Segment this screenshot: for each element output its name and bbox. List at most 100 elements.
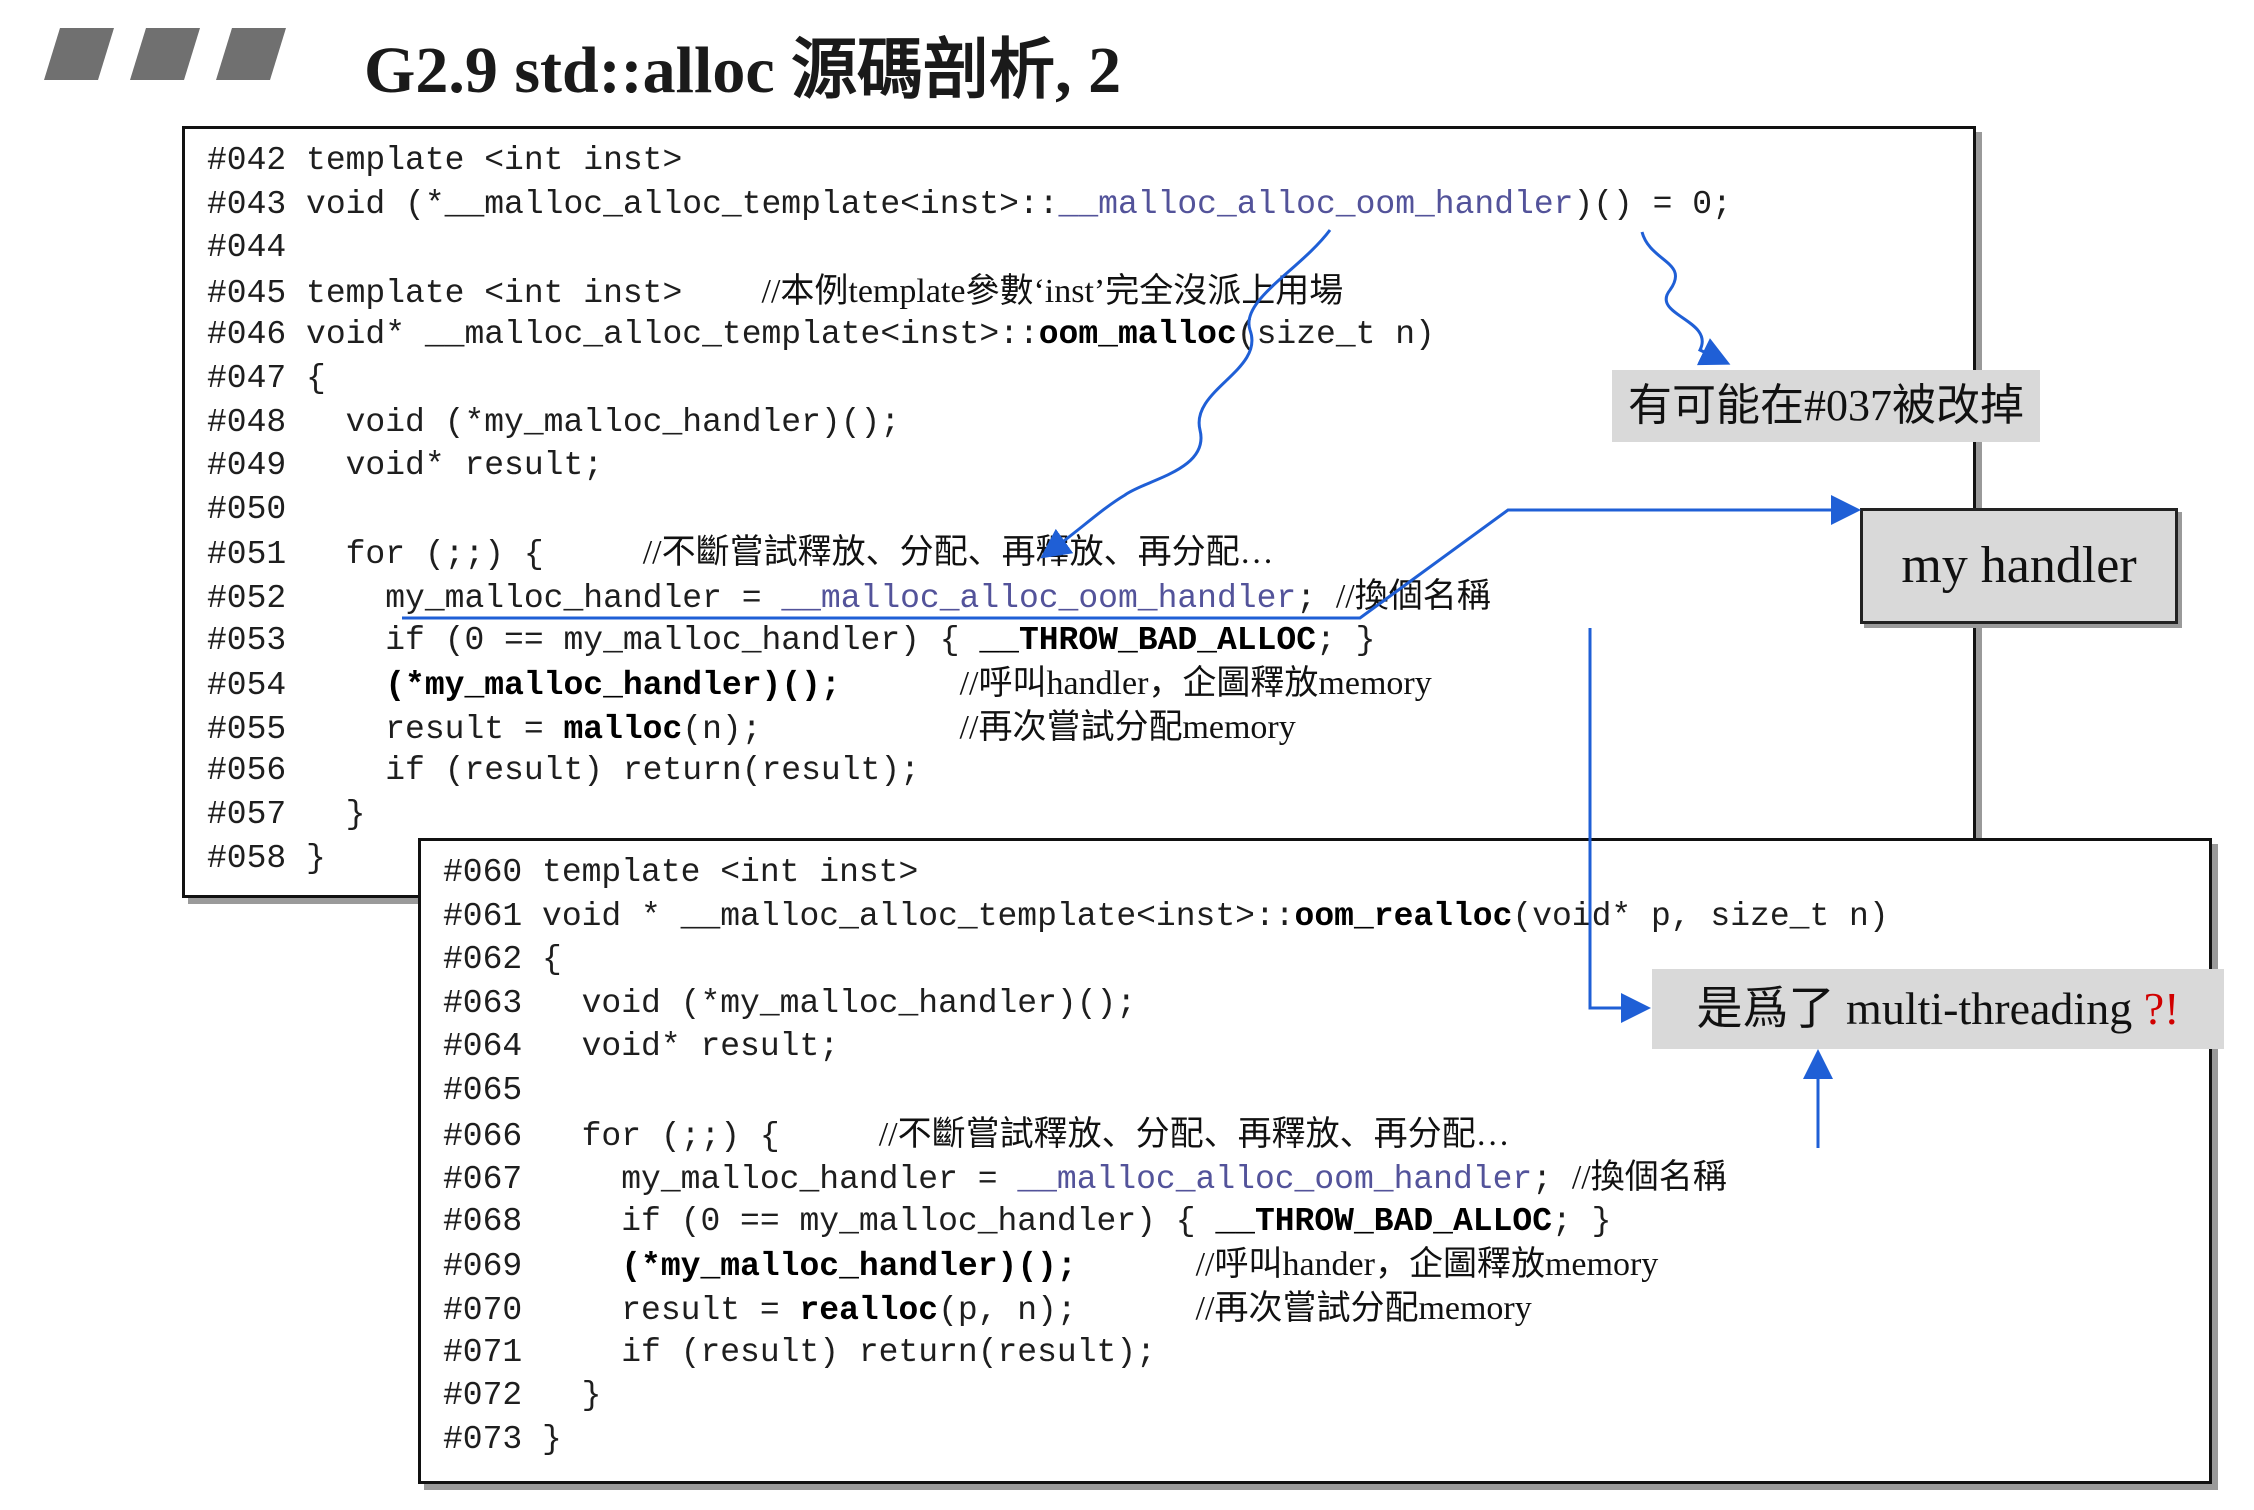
code-line: #057 }: [207, 793, 1732, 837]
code-line: #053 if (0 == my_malloc_handler) { __THR…: [207, 619, 1732, 663]
code-line: #062 {: [443, 938, 1889, 982]
code-token: for (;;) {: [522, 1117, 879, 1155]
code-line: #058 }: [207, 837, 1732, 881]
code-token: void* result;: [522, 1028, 840, 1066]
code-token: result =: [522, 1291, 800, 1329]
line-number: #073: [443, 1420, 523, 1458]
code-token: ;: [1532, 1161, 1572, 1199]
code-token: ; }: [1552, 1202, 1612, 1240]
code-token: malloc: [563, 710, 683, 748]
code-line: #065: [443, 1069, 1889, 1113]
code-token: __THROW_BAD_ALLOC: [979, 621, 1316, 659]
code-line: #050: [207, 488, 1732, 532]
code-line: #045 template <int inst> //本例template參數‘…: [207, 270, 1732, 314]
code-line: #042 template <int inst>: [207, 139, 1732, 183]
line-number: #044: [207, 229, 287, 267]
code-token: {: [286, 359, 326, 397]
code-line: #071 if (result) return(result);: [443, 1331, 1889, 1375]
line-number: #068: [443, 1202, 523, 1240]
line-number: #072: [443, 1377, 523, 1415]
code-token: oom_realloc: [1294, 897, 1513, 935]
code-token: __malloc_alloc_oom_handler: [1017, 1161, 1533, 1199]
callout-my-handler: my handler: [1860, 508, 2178, 624]
code-token: )() = 0;: [1573, 185, 1732, 223]
code-block-oom-malloc: #042 template <int inst>#043 void (*__ma…: [182, 126, 1976, 898]
code-token: ; }: [1316, 621, 1376, 659]
code-comment: //不斷嘗試釋放、分配、再釋放、再分配…: [642, 534, 1274, 572]
code-token: __THROW_BAD_ALLOC: [1215, 1202, 1552, 1240]
code-token: (*my_malloc_handler)();: [385, 667, 841, 705]
line-number: #047: [207, 359, 287, 397]
code-token: my_malloc_handler =: [286, 579, 782, 617]
title-decoration-bars: [44, 28, 286, 80]
code-line: #067 my_malloc_handler = __malloc_alloc_…: [443, 1156, 1889, 1200]
code-token: void (*__malloc_alloc_template<inst>::: [286, 185, 1059, 223]
code-token: {: [522, 941, 562, 979]
line-number: #065: [443, 1071, 523, 1109]
line-number: #055: [207, 710, 287, 748]
code-comment: //再次嘗試分配memory: [1195, 1289, 1532, 1327]
code-token: __malloc_alloc_oom_handler: [1058, 185, 1574, 223]
code-line: #044: [207, 226, 1732, 270]
code-token: [1077, 1248, 1196, 1285]
line-number: #057: [207, 795, 287, 833]
line-number: #045: [207, 274, 287, 312]
code-token: }: [286, 795, 366, 833]
line-number: #062: [443, 941, 523, 979]
code-comment: //不斷嘗試釋放、分配、再釋放、再分配…: [878, 1115, 1510, 1153]
line-number: #060: [443, 854, 523, 891]
code-token: (p, n);: [938, 1291, 1196, 1329]
line-number: #054: [207, 667, 287, 705]
line-number: #042: [207, 142, 287, 179]
code-line: #060 template <int inst>: [443, 851, 1889, 895]
line-number: #053: [207, 621, 287, 659]
callout-question-mark: ?!: [2143, 983, 2180, 1034]
code-token: result =: [286, 710, 564, 748]
line-number: #069: [443, 1248, 523, 1286]
line-number: #049: [207, 447, 287, 485]
code-token: (n);: [682, 710, 960, 748]
code-token: realloc: [799, 1291, 939, 1329]
code-line: #072 }: [443, 1374, 1889, 1418]
line-number: #058: [207, 839, 287, 877]
code-line: #051 for (;;) { //不斷嘗試釋放、分配、再釋放、再分配…: [207, 531, 1732, 575]
line-number: #048: [207, 403, 287, 441]
code-token: template <int inst>: [522, 854, 919, 891]
code-token: }: [522, 1377, 602, 1415]
code-token: if (0 == my_malloc_handler) {: [522, 1202, 1216, 1240]
line-number: #043: [207, 185, 287, 223]
code-line: #066 for (;;) { //不斷嘗試釋放、分配、再釋放、再分配…: [443, 1113, 1889, 1157]
code-token: template <int inst>: [286, 274, 762, 312]
code-comment: //呼叫hander，企圖釋放memory: [1195, 1246, 1659, 1284]
code-token: }: [522, 1420, 562, 1458]
line-number: #064: [443, 1028, 523, 1066]
code-lines: #042 template <int inst>#043 void (*__ma…: [207, 139, 1732, 880]
line-number: #066: [443, 1117, 523, 1155]
code-token: void (*my_malloc_handler)();: [522, 984, 1137, 1022]
page-title: G2.9 std::alloc 源碼剖析, 2: [364, 34, 1122, 107]
code-line: #069 (*my_malloc_handler)(); //呼叫hander，…: [443, 1243, 1889, 1287]
code-token: (*my_malloc_handler)();: [621, 1248, 1077, 1286]
code-line: #043 void (*__malloc_alloc_template<inst…: [207, 183, 1732, 227]
line-number: #056: [207, 752, 287, 790]
code-token: void (*my_malloc_handler)();: [286, 403, 901, 441]
code-comment: //換個名稱: [1335, 577, 1491, 615]
code-line: #046 void* __malloc_alloc_template<inst>…: [207, 313, 1732, 357]
code-token: (void* p, size_t n): [1512, 897, 1889, 935]
code-comment: //換個名稱: [1571, 1159, 1727, 1197]
code-line: #064 void* result;: [443, 1025, 1889, 1069]
code-token: }: [286, 839, 326, 877]
code-line: #063 void (*my_malloc_handler)();: [443, 982, 1889, 1026]
line-number: #070: [443, 1291, 523, 1329]
code-line: #070 result = realloc(p, n); //再次嘗試分配mem…: [443, 1287, 1889, 1331]
code-token: void* result;: [286, 447, 604, 485]
code-token: if (result) return(result);: [286, 752, 920, 790]
code-token: [286, 667, 385, 704]
line-number: #063: [443, 984, 523, 1022]
line-number: #046: [207, 316, 287, 354]
code-comment: //呼叫handler，企圖釋放memory: [959, 665, 1432, 703]
code-token: if (result) return(result);: [522, 1333, 1156, 1371]
code-token: ;: [1296, 579, 1336, 617]
code-line: #052 my_malloc_handler = __malloc_alloc_…: [207, 575, 1732, 619]
code-token: void * __malloc_alloc_template<inst>::: [522, 897, 1295, 935]
